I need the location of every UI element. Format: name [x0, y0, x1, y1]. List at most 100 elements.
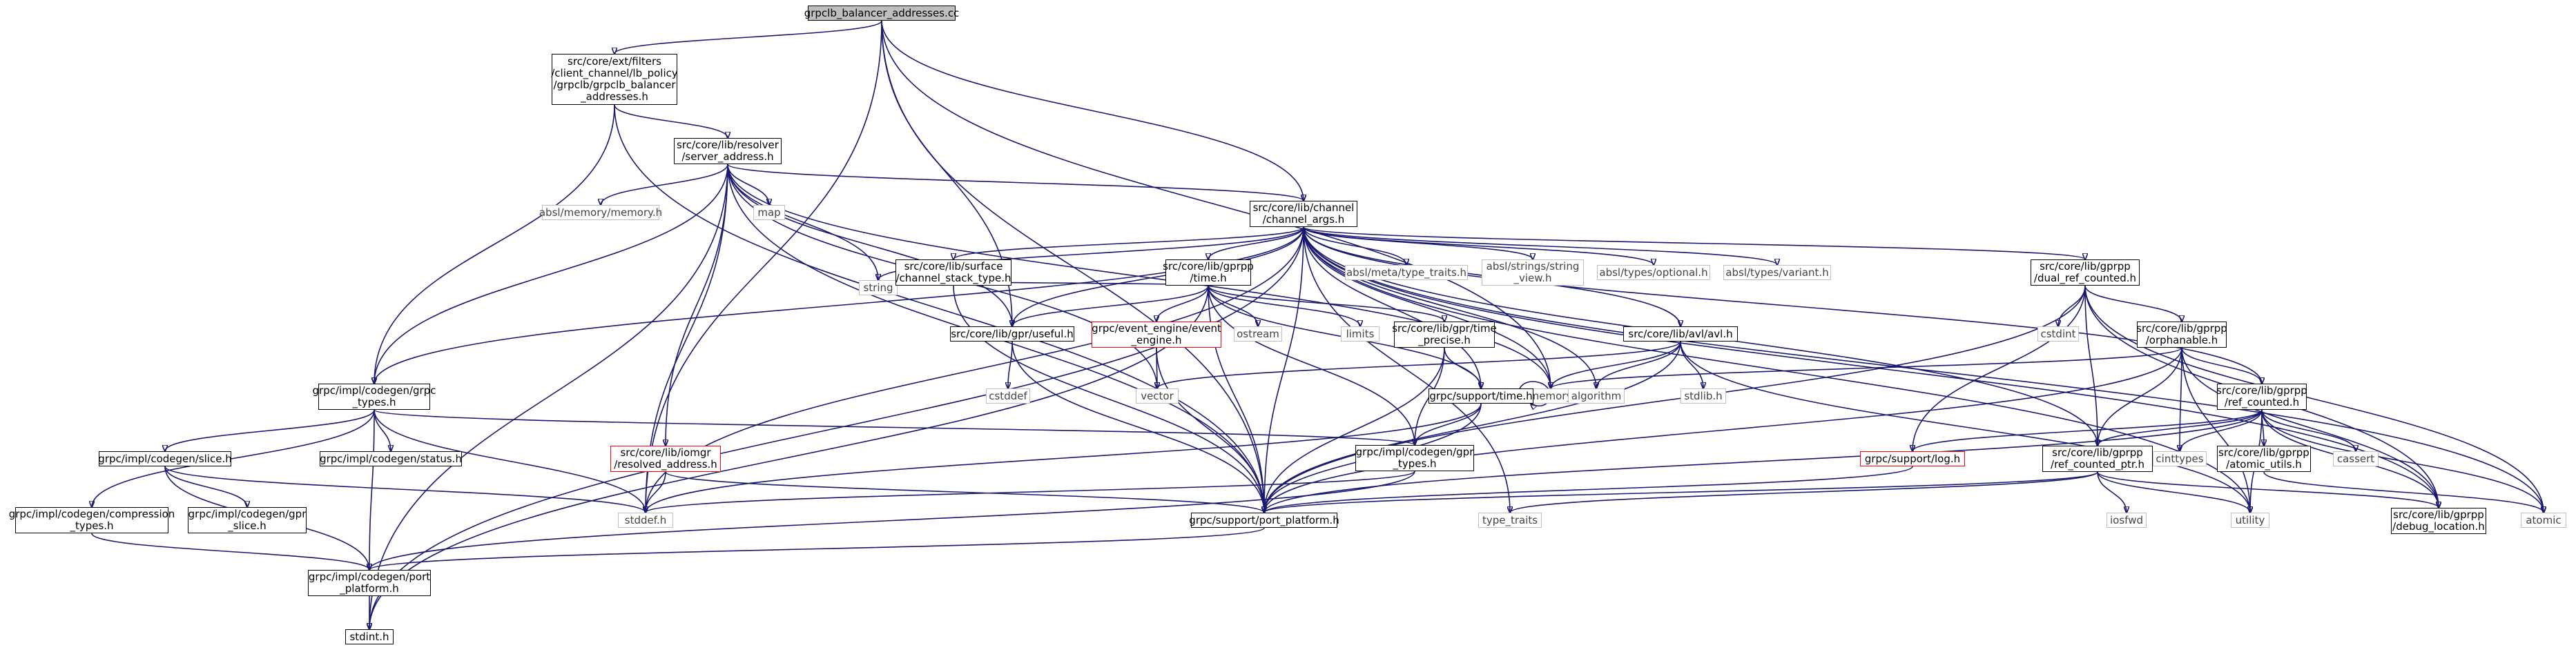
edge-gprpp_time-to-gpr_types [1208, 285, 1415, 445]
edge-compression-to-port_platform_codegen [91, 533, 369, 570]
node-time-precise-h[interactable]: src/core/lib/gpr/time _precise.h [1392, 322, 1497, 348]
node-orphanable-h[interactable]: src/core/lib/gprpp /orphanable.h [2136, 322, 2227, 348]
node-atomic-utils-h[interactable]: src/core/lib/gprpp /atomic_utils.h [2217, 446, 2311, 472]
node-gprpp-time-h[interactable]: src/core/lib/gprpp /time.h [1163, 259, 1254, 286]
node-type-traits[interactable]: type_traits [1478, 513, 1542, 528]
edge-channel_args-to-algorithm [1303, 226, 1596, 388]
edge-ref_counted-to-cassert [2261, 409, 2356, 451]
edge-ref_counted_ptr-to-utility [2097, 471, 2250, 513]
node-cstdint[interactable]: cstdint [2037, 326, 2079, 342]
node-memory[interactable]: memory [1527, 388, 1575, 404]
node-limits[interactable]: limits [1341, 326, 1379, 342]
edge-grpc_types-to-gpr_types [374, 409, 1415, 445]
node-event-engine-h[interactable]: grpc/event_engine/event _engine.h [1092, 322, 1221, 348]
node-channel-args-h[interactable]: src/core/lib/channel /channel_args.h [1250, 201, 1357, 227]
node-algorithm[interactable]: algorithm [1568, 388, 1625, 404]
edge-channel_args-to-optional [1303, 226, 1654, 265]
edge-orphanable-to-ref_counted [2181, 347, 2262, 384]
edge-ref_counted_ptr-to-port_platform [1264, 471, 2098, 513]
edge-avl-to-algorithm [1596, 341, 1681, 388]
edge-grpc_types-to-status [374, 409, 391, 451]
edge-channel_args-to-ref_counted [1303, 226, 2262, 384]
node-codegen-port-platform-h[interactable]: grpc/impl/codegen/port _platform.h [308, 570, 431, 596]
node-optional-h[interactable]: absl/types/optional.h [1597, 265, 1710, 280]
node-stdint-h[interactable]: stdint.h [345, 629, 394, 644]
edge-ref_counted-to-port_platform [1264, 409, 2263, 513]
edge-channel_args-to-channel_stack_type [953, 226, 1304, 259]
node-grpc-types-h[interactable]: grpc/impl/codegen/grpc _types.h [312, 384, 436, 410]
node-dual-ref-counted-h[interactable]: src/core/lib/gprpp /dual_ref_counted.h [2031, 259, 2140, 286]
node-debug-location-h[interactable]: src/core/lib/gprpp /debug_location.h [2391, 508, 2486, 534]
edge-dual_ref_counted-to-port_platform [1264, 285, 2086, 513]
node-root-file[interactable]: grpclb_balancer_addresses.cc [804, 6, 959, 21]
edge-root-to-memory [881, 20, 1551, 388]
edge-ref_counted_ptr-to-type_traits [1510, 471, 2098, 513]
edge-orphanable-to-memory [1551, 347, 2182, 388]
edge-dual_ref_counted-to-atomic [2084, 285, 2544, 513]
node-iosfwd[interactable]: iosfwd [2107, 513, 2147, 528]
node-ref-counted-ptr-h[interactable]: src/core/lib/gprpp /ref_counted_ptr.h [2042, 446, 2153, 472]
edge-port_platform-to-port_platform_codegen [369, 527, 1265, 570]
node-ostream[interactable]: ostream [1234, 326, 1282, 342]
node-cassert[interactable]: cassert [2333, 451, 2379, 466]
edge-event_engine-to-port_platform [1156, 347, 1264, 513]
edge-grpc_types-to-stddef [374, 409, 646, 513]
node-map[interactable]: map [753, 205, 785, 220]
node-stddef-h[interactable]: stddef.h [618, 513, 673, 528]
edge-ref_counted_ptr-to-iosfwd [2097, 471, 2127, 513]
node-slice-h[interactable]: grpc/impl/codegen/slice.h [98, 451, 232, 466]
node-vector[interactable]: vector [1136, 388, 1179, 404]
node-variant-h[interactable]: absl/types/variant.h [1723, 265, 1831, 280]
node-status-h[interactable]: grpc/impl/codegen/status.h [320, 451, 462, 466]
node-resolved-address-h[interactable]: src/core/lib/iomgr /resolved_address.h [610, 446, 721, 472]
edge-channel_args-to-useful [1012, 226, 1304, 326]
edge-useful-to-port_platform [1011, 341, 1264, 513]
node-grpclb-balancer-addresses-h[interactable]: src/core/ext/filters /client_channel/lb_… [551, 54, 678, 105]
node-server-address-h[interactable]: src/core/lib/resolver /server_address.h [674, 138, 782, 164]
node-utility[interactable]: utility [2231, 513, 2269, 528]
edge-orphanable-to-ref_counted_ptr [2098, 347, 2182, 446]
edge-channel_args-to-stdint [369, 226, 1304, 629]
node-string[interactable]: string [859, 280, 898, 295]
node-absl-memory-h[interactable]: absl/memory/memory.h [539, 205, 662, 220]
node-compression-types-h[interactable]: grpc/impl/codegen/compression _types.h [8, 507, 175, 533]
edge-gprpp_time-to-limits [1208, 285, 1360, 326]
edge-atomic_utils-to-atomic [2263, 471, 2544, 513]
edge-gprpp_time-to-stdint [369, 285, 1209, 629]
node-atomic[interactable]: atomic [2521, 513, 2566, 528]
edge-time_precise-to-port_platform [1264, 347, 1445, 513]
edge-grpc_types-to-port_platform_codegen [369, 409, 375, 570]
edge-grpclb_h-to-server_address [614, 104, 728, 138]
edge-channel_args-to-port_platform [1264, 226, 1304, 513]
edge-avl-to-vector [1157, 341, 1681, 388]
node-gpr-types-h[interactable]: grpc/impl/codegen/gpr _types.h [1355, 445, 1474, 471]
node-string-view-h[interactable]: absl/strings/string _view.h [1482, 259, 1584, 286]
node-support-time-h[interactable]: grpc/support/time.h [1429, 388, 1533, 404]
edge-gprpp_time-to-event_engine [1156, 285, 1209, 322]
node-stdlib-h[interactable]: stdlib.h [1681, 388, 1726, 404]
node-gpr-useful-h[interactable]: src/core/lib/gpr/useful.h [950, 326, 1074, 342]
edge-avl-to-memory [1551, 341, 1681, 388]
node-support-log-h[interactable]: grpc/support/log.h [1860, 451, 1965, 466]
edge-server_address-to-absl_memory [601, 164, 728, 205]
edge-server_address-to-stdint [369, 164, 728, 629]
edge-grpclb_h-to-port_platform [614, 104, 1264, 513]
edge-server_address-to-map [727, 164, 769, 205]
node-avl-h[interactable]: src/core/lib/avl/avl.h [1623, 326, 1738, 342]
edge-channel_args-to-variant [1303, 226, 1777, 265]
node-absl-type-traits-h[interactable]: absl/meta/type_traits.h [1345, 265, 1468, 280]
node-gpr-slice-h[interactable]: grpc/impl/codegen/gpr _slice.h [188, 507, 307, 533]
edge-avl-to-utility [1680, 341, 2250, 513]
node-ref-counted-h[interactable]: src/core/lib/gprpp /ref_counted.h [2216, 384, 2307, 410]
node-support-port-platform-h[interactable]: grpc/support/port_platform.h [1189, 513, 1339, 528]
edge-root-to-stddef [646, 20, 882, 513]
edge-server_address-to-useful [727, 164, 1012, 326]
edge-avl-to-port_platform [1264, 341, 1681, 513]
node-cinttypes[interactable]: cinttypes [2153, 451, 2207, 466]
node-cstddef[interactable]: cstddef [986, 388, 1030, 404]
edge-grpc_types-to-slice [165, 409, 375, 451]
edge-channel_args-to-dual_ref_counted [1303, 226, 2085, 259]
edge-useful-to-cstddef [1008, 341, 1013, 388]
node-channel-stack-type-h[interactable]: src/core/lib/surface /channel_stack_type… [895, 259, 1011, 286]
